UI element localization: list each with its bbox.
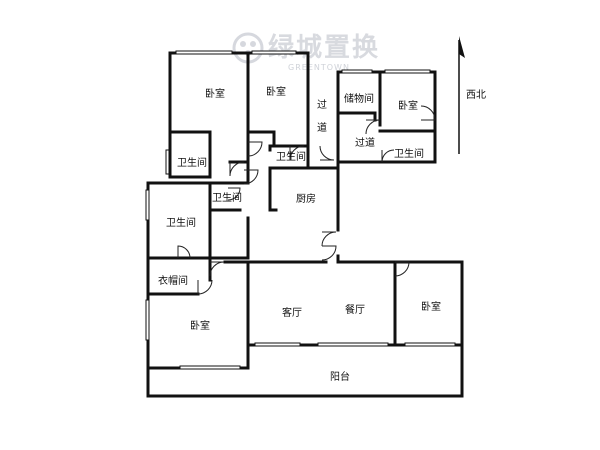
room-cloakroom: 衣帽间: [158, 274, 188, 287]
compass-label: 西北: [466, 89, 486, 101]
room-bathroom-mid: 卫生间: [276, 150, 306, 163]
room-kitchen: 厨房: [296, 192, 316, 205]
room-corridor-vertical-1: 过: [317, 98, 327, 111]
windows: [145, 50, 456, 370]
room-balcony: 阳台: [330, 370, 350, 383]
room-bedroom-top-mid: 卧室: [266, 85, 286, 98]
room-bedroom-top-right: 卧室: [398, 99, 418, 112]
north-arrow-icon: [458, 36, 465, 154]
watermark-brand-cn: 绿城置换: [268, 33, 380, 63]
room-bathroom-left-small: 卫生间: [177, 156, 207, 169]
room-corridor-vertical-2: 道: [317, 121, 327, 134]
room-dining-room: 餐厅: [345, 303, 365, 316]
doors: [177, 105, 436, 295]
room-storage: 储物间: [344, 92, 374, 105]
room-living-room: 客厅: [282, 306, 302, 319]
room-corridor-right: 过道: [355, 136, 375, 149]
room-bathroom-center-small: 卫生间: [212, 191, 242, 204]
room-bathroom-left-big: 卫生间: [166, 216, 196, 229]
room-bedroom-bottom-right: 卧室: [421, 300, 441, 313]
room-bedroom-bottom-left: 卧室: [190, 319, 210, 332]
room-bedroom-top-left: 卧室: [205, 87, 225, 100]
watermark-brand-en: GREENTOWN: [288, 63, 350, 72]
room-bathroom-top-right: 卫生间: [394, 147, 424, 160]
